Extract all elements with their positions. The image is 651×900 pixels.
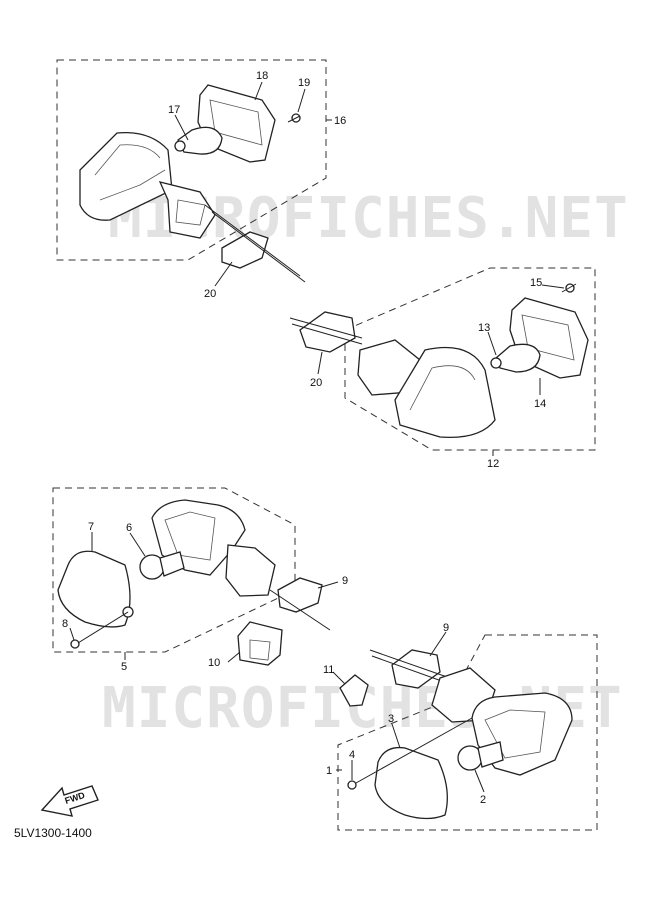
group-box-12: [344, 267, 596, 451]
callout-18: 18: [256, 70, 268, 82]
fwd-arrow-icon: FWD: [40, 785, 99, 817]
callout-14: 14: [534, 398, 546, 410]
callout-4: 4: [349, 749, 355, 761]
callout-11: 11: [323, 664, 334, 676]
callout-8: 8: [62, 618, 68, 630]
callout-6: 6: [126, 522, 132, 534]
callout-20-right: 20: [310, 377, 322, 389]
callout-2: 2: [480, 794, 486, 806]
turn-signal-assembly-12: [289, 267, 596, 456]
turn-signal-assembly-16: [56, 59, 332, 287]
callout-13: 13: [478, 322, 490, 334]
callout-9-lower: 9: [443, 622, 449, 634]
callout-12: 12: [487, 458, 499, 470]
callout-17: 17: [168, 104, 180, 116]
callout-10: 10: [208, 657, 220, 669]
callout-3: 3: [388, 713, 394, 725]
callout-19: 19: [298, 77, 310, 89]
turn-signal-assembly-5: [52, 487, 339, 666]
callout-20-left: 20: [204, 288, 216, 300]
group-box-16: [56, 59, 327, 261]
callout-9-upper: 9: [342, 575, 348, 587]
turn-signal-assembly-1: [332, 631, 598, 831]
diagram-code: 5LV1300-1400: [14, 826, 92, 840]
callout-15: 15: [530, 277, 542, 289]
callout-7: 7: [88, 521, 94, 533]
callout-16: 16: [334, 115, 346, 127]
callout-5: 5: [121, 661, 127, 673]
callout-1: 1: [326, 765, 332, 777]
